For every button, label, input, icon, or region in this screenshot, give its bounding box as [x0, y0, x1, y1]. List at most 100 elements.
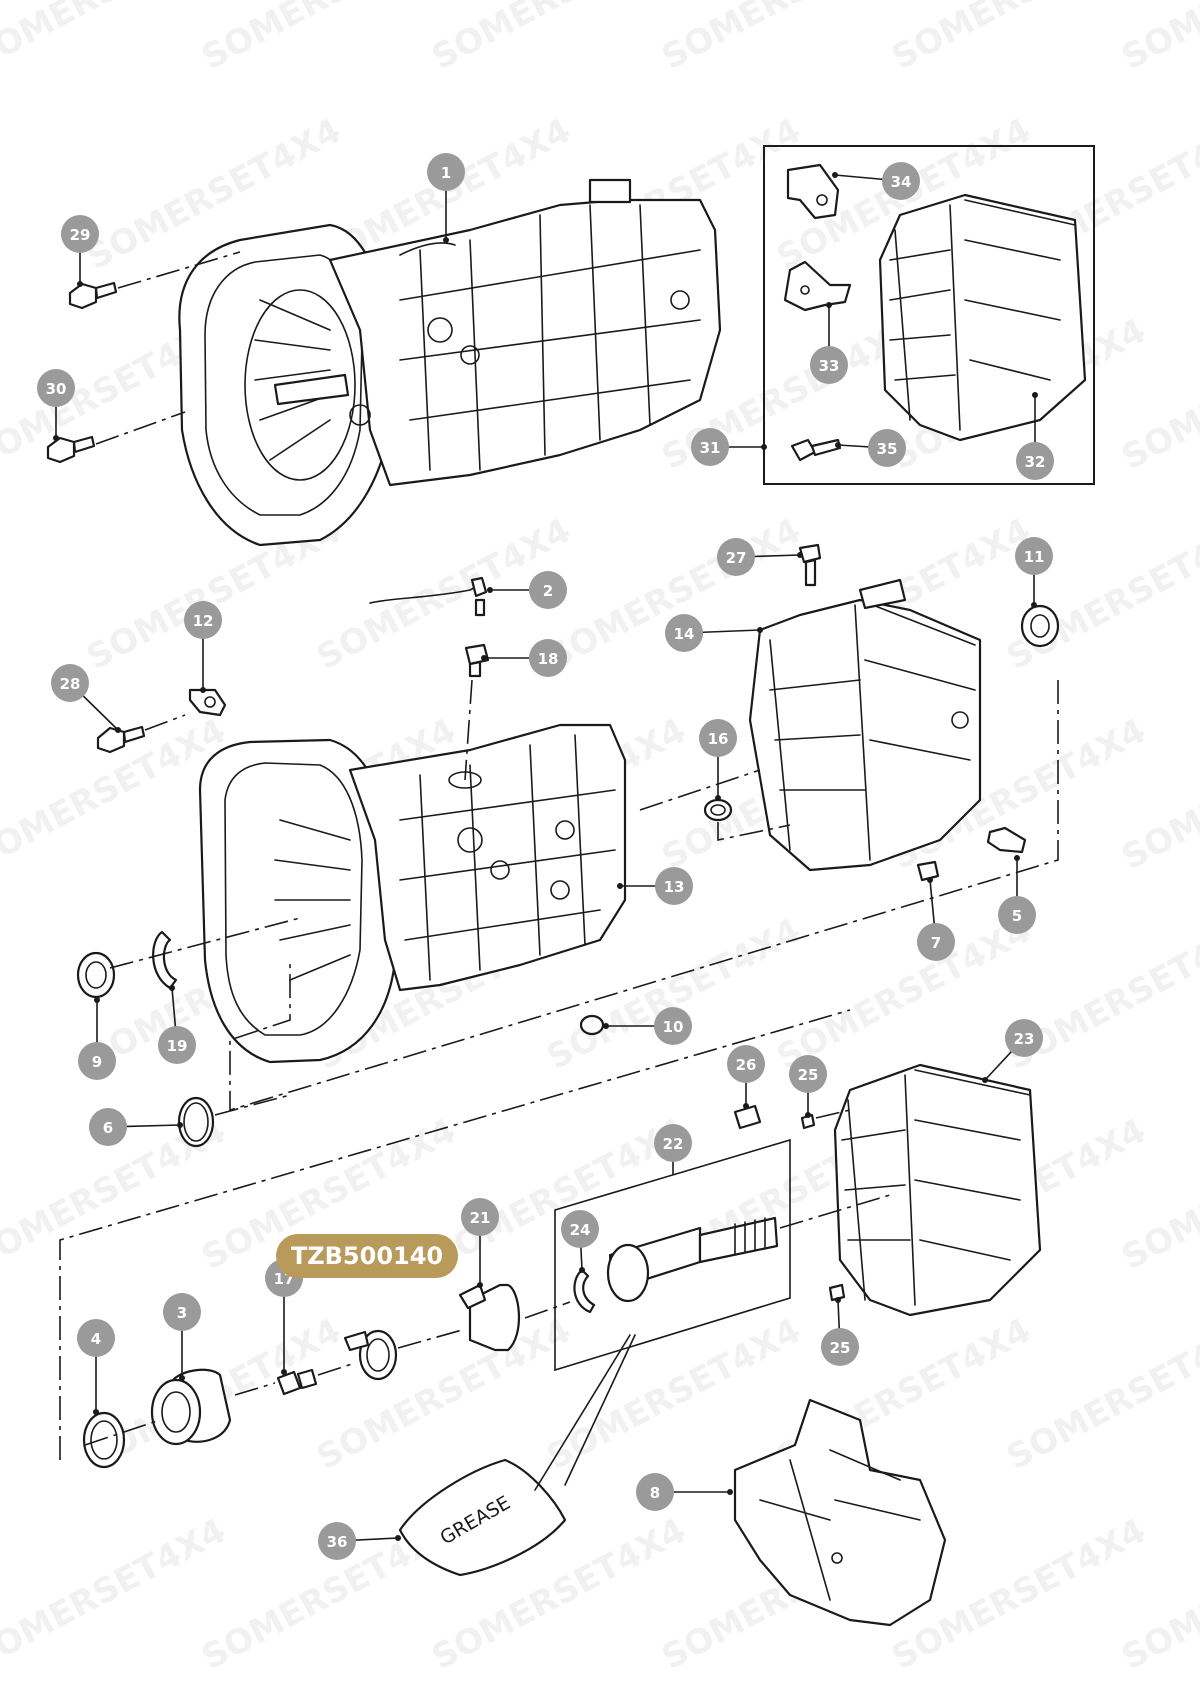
callout-21[interactable]: 21: [461, 1198, 499, 1236]
callout-5[interactable]: 5: [998, 896, 1036, 934]
callout-number: 9: [92, 1053, 102, 1071]
callout-circle: [1016, 442, 1054, 480]
callout-9[interactable]: 9: [78, 1042, 116, 1080]
callout-12[interactable]: 12: [184, 601, 222, 639]
callout-number: 13: [664, 878, 685, 896]
callout-circle: [810, 346, 848, 384]
callout-11[interactable]: 11: [1015, 537, 1053, 575]
callout-circle: [427, 153, 465, 191]
callout-anchor-dot: [727, 1489, 733, 1495]
callout-25[interactable]: 25: [821, 1328, 859, 1366]
switch-5: [986, 826, 1027, 854]
callout-anchor-dot: [927, 877, 933, 883]
callout-23[interactable]: 23: [1005, 1019, 1043, 1057]
callout-circle: [654, 1124, 692, 1162]
callout-3[interactable]: 3: [163, 1293, 201, 1331]
callout-anchor-dot: [93, 1409, 99, 1415]
callout-36[interactable]: 36: [318, 1522, 356, 1560]
callout-25[interactable]: 25: [789, 1055, 827, 1093]
callout-anchor-dot: [443, 237, 449, 243]
callout-7[interactable]: 7: [917, 923, 955, 961]
callout-number: 25: [798, 1066, 819, 1084]
callout-8[interactable]: 8: [636, 1473, 674, 1511]
watermark-text: SOMERSET4X4: [425, 0, 692, 78]
selector-21: [458, 1283, 521, 1352]
callout-27[interactable]: 27: [717, 538, 755, 576]
assembly-line-25: [815, 1109, 851, 1119]
callout-number: 1: [441, 164, 451, 182]
callout-anchor-dot: [487, 587, 493, 593]
callout-circle: [163, 1293, 201, 1331]
shaft-bracket-22: [554, 1138, 791, 1372]
callout-34[interactable]: 34: [882, 162, 920, 200]
callout-22[interactable]: 22: [654, 1124, 692, 1162]
callout-circle: [654, 1007, 692, 1045]
assembly-line-6: [214, 1094, 291, 1116]
callout-10[interactable]: 10: [654, 1007, 692, 1045]
callout-circle: [61, 215, 99, 253]
callout-anchor-dot: [835, 1297, 841, 1303]
callout-2[interactable]: 2: [529, 571, 567, 609]
callout-circle: [77, 1319, 115, 1357]
part-number-badge[interactable]: TZB500140: [276, 1234, 458, 1278]
callout-circle: [699, 719, 737, 757]
callout-circle: [1015, 537, 1053, 575]
callout-number: 19: [167, 1037, 188, 1055]
intermediate-case-14: [748, 578, 982, 872]
callout-circle: [665, 614, 703, 652]
fitting-17: [276, 1368, 318, 1396]
callout-circle: [717, 538, 755, 576]
callout-anchor-dot: [761, 444, 767, 450]
callout-16[interactable]: 16: [699, 719, 737, 757]
callout-anchor-dot: [832, 172, 838, 178]
bearing-3: [150, 1368, 232, 1446]
callout-28[interactable]: 28: [51, 664, 89, 702]
callout-26[interactable]: 26: [727, 1045, 765, 1083]
callout-4[interactable]: 4: [77, 1319, 115, 1357]
bracket-12: [188, 688, 227, 717]
callout-anchor-dot: [757, 627, 763, 633]
cover-8: [733, 1398, 947, 1627]
callout-anchor-dot: [53, 435, 59, 441]
callout-circle: [184, 601, 222, 639]
callout-circle: [821, 1328, 859, 1366]
ring-6: [177, 1096, 215, 1148]
callout-18[interactable]: 18: [529, 639, 567, 677]
callout-32[interactable]: 32: [1016, 442, 1054, 480]
callout-circle: [158, 1026, 196, 1064]
callout-19[interactable]: 19: [158, 1026, 196, 1064]
callout-circle: [37, 369, 75, 407]
callout-number: 7: [931, 934, 941, 952]
callout-number: 16: [708, 730, 729, 748]
callout-13[interactable]: 13: [655, 867, 693, 905]
callout-30[interactable]: 30: [37, 369, 75, 407]
callout-35[interactable]: 35: [868, 429, 906, 467]
dowel-25b: [828, 1283, 846, 1302]
callout-circle: [882, 162, 920, 200]
callout-number: 29: [70, 226, 91, 244]
callout-circle: [789, 1055, 827, 1093]
callout-6[interactable]: 6: [89, 1108, 127, 1146]
callout-33[interactable]: 33: [810, 346, 848, 384]
callout-anchor-dot: [177, 1122, 183, 1128]
seal-4: [82, 1411, 126, 1469]
callout-14[interactable]: 14: [665, 614, 703, 652]
callout-24[interactable]: 24: [561, 1210, 599, 1248]
assembly-line-13-14: [229, 680, 1059, 1112]
callout-31[interactable]: 31: [691, 428, 729, 466]
callout-number: 22: [663, 1135, 684, 1153]
callout-circle: [727, 1045, 765, 1083]
callout-1[interactable]: 1: [427, 153, 465, 191]
callout-number: 8: [650, 1484, 660, 1502]
callout-circle: [636, 1473, 674, 1511]
assembly-line-16: [717, 822, 791, 841]
rear-housing-inset: [878, 193, 1087, 442]
callout-number: 12: [193, 612, 214, 630]
callout-number: 35: [877, 440, 898, 458]
callout-number: 31: [700, 439, 721, 457]
callout-29[interactable]: 29: [61, 215, 99, 253]
callout-number: 26: [736, 1056, 757, 1074]
callout-circle: [78, 1042, 116, 1080]
callout-anchor-dot: [617, 883, 623, 889]
